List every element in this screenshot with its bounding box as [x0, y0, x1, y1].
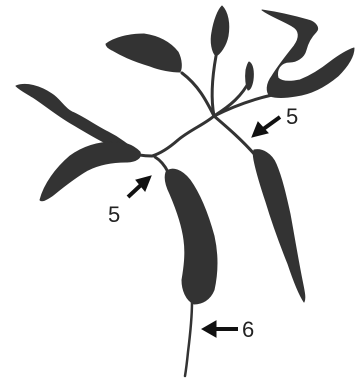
lower-stalk	[183, 300, 194, 378]
leaf-small-upright	[245, 61, 254, 91]
stalk-to-lower-right	[212, 114, 258, 158]
arrow-upper-right	[251, 115, 282, 138]
stalk-to-right-leaves	[212, 93, 274, 118]
leaf-lower-center	[164, 168, 218, 305]
leaf-top-center	[210, 5, 230, 57]
leaf-top-left	[105, 33, 182, 73]
branch-stalks	[126, 54, 274, 174]
stalk-to-small-right-leaf	[212, 78, 252, 118]
leaf-upper-right	[261, 9, 355, 98]
leaf-lower-right	[252, 149, 306, 303]
stalk-upper-to-lower	[150, 114, 216, 158]
stalk-node-to-lower-leaf	[153, 155, 170, 174]
stalk-to-left-top-leaf	[180, 71, 216, 118]
arrow-bottom	[200, 320, 238, 338]
arrow-lower-left	[126, 175, 152, 199]
label-upper-right: 5	[286, 104, 298, 129]
leaf-lower-left	[39, 141, 141, 202]
label-bottom: 6	[242, 317, 254, 342]
label-lower-left: 5	[108, 202, 120, 227]
stalk-to-top-leaf	[210, 54, 218, 118]
arrows	[126, 115, 282, 338]
organism-body	[15, 5, 355, 378]
leaf-upper-left	[15, 83, 135, 152]
